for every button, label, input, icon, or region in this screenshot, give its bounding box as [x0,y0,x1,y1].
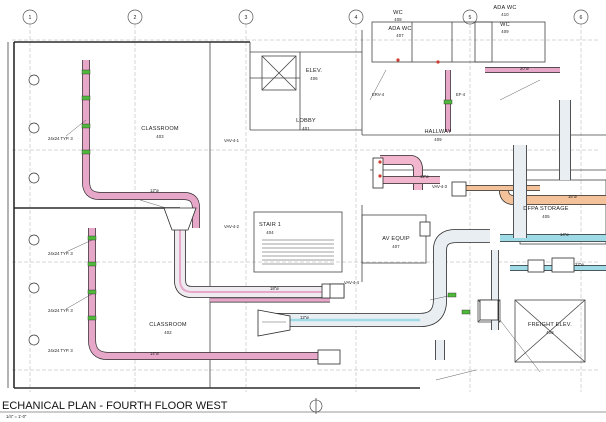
grid-label-6: 6 [580,15,583,21]
grid-label-2: 2 [134,15,137,21]
grid-label-3: 3 [245,15,248,21]
duct-size-3: 18"ø [270,286,279,291]
diffuser-tag-2: 24x24 TYP. 3 [48,251,73,256]
title-block: ECHANICAL PLAN - FOURTH FLOOR WEST 1/4" … [0,398,606,419]
callout-leaders [65,69,541,381]
room-name-dfpa-storage: DFPA STORAGE [523,206,568,212]
equipment-tag-6: EF-4 [456,92,466,97]
building-walls [13,41,420,389]
scale-note: 1/4" = 1'-0" [6,414,27,419]
room-name-wc: WC [393,10,403,16]
room-name-ada-wc-2: ADA WC [493,5,516,11]
duct-size-9: 12"ø [420,174,429,179]
equipment-tag-5: ERV-4 [372,92,385,97]
room-name-stair: STAIR 1 [259,222,281,228]
duct-size-2: 14"ø [150,351,159,356]
room-name-ada-wc: ADA WC [388,26,411,32]
room-name-classroom-south: CLASSROOM [149,322,187,328]
duct-size-5: 14"ø [560,232,569,237]
diffuser-tag-3: 24x24 TYP. 3 [48,308,73,313]
room-number-ada-wc: 407 [396,33,404,38]
room-number-freight-elev: 408 [546,330,554,335]
room-number-stair: 404 [266,230,274,235]
grid-bubbles [22,9,589,25]
room-name-elev: ELEV. [306,68,323,74]
drawing-title: ECHANICAL PLAN - FOURTH FLOOR WEST [2,400,228,412]
connection-markers [378,58,440,178]
grid-label-5: 5 [469,15,472,21]
supply-ductwork [82,60,560,360]
room-number-wc: 408 [394,17,402,22]
room-number-classroom-south: 402 [164,330,172,335]
equipment-tag-2: VAV-4-2 [224,224,240,229]
diffuser-tag-4: 24x24 TYP. 3 [48,348,73,353]
vav-boxes [163,157,575,365]
duct-size-7: 22"ø [575,262,584,267]
room-name-hallway: HALLWAY [424,129,451,135]
equipment-tag-4: VAV-4-4 [344,280,360,285]
diffuser-tag-1: 24x24 TYP. 3 [48,136,73,141]
room-number-wc-2: 409 [501,29,509,34]
room-number-ada-wc-2: 410 [501,12,509,17]
grid-label-4: 4 [355,15,358,21]
exhaust-ductwork [466,100,606,330]
duct-size-6: 16"ø [568,194,577,199]
room-name-wc-2: WC [500,22,510,28]
duct-size-8: 20"ø [520,66,529,71]
room-name-classroom-north: CLASSROOM [141,126,179,132]
room-number-av-equip: 407 [392,244,400,249]
room-name-av-equip: AV EQUIP [382,236,410,242]
duct-size-4: 12"ø [300,315,309,320]
diffuser-symbols [28,74,40,346]
room-number-classroom-north: 403 [156,134,164,139]
room-name-lobby: LOBBY [296,118,316,124]
room-number-lobby: 401 [302,126,310,131]
grid-label-1: 1 [29,15,32,21]
duct-size-1: 12"ø [150,188,159,193]
equipment-tag-1: VAV-4-1 [224,138,240,143]
room-name-freight-elev: FREIGHT ELEV. [528,322,572,328]
room-number-elev: 406 [310,76,318,81]
equipment-tag-3: VAV-4-3 [432,184,448,189]
room-number-hallway: 409 [434,137,442,142]
room-number-dfpa-storage: 405 [542,214,550,219]
